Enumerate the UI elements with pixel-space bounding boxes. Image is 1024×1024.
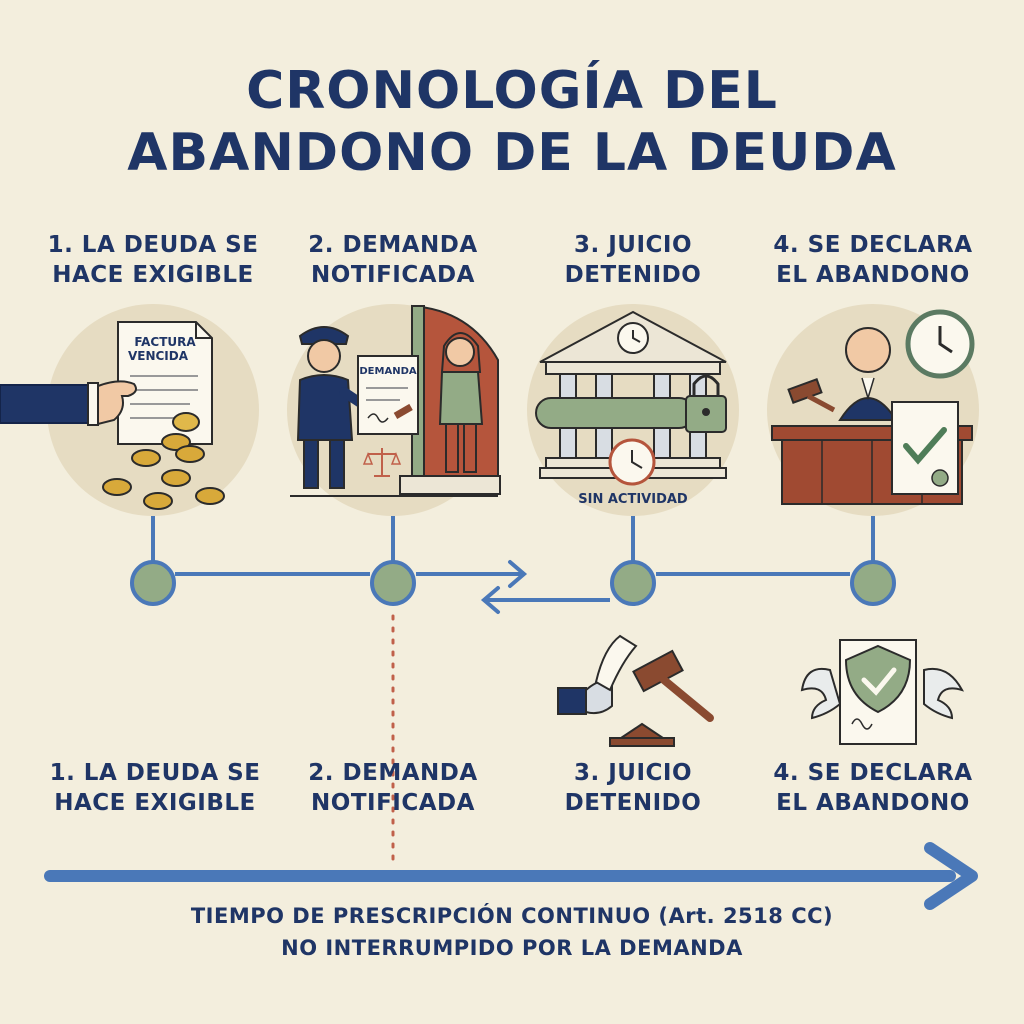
step-4-illustration: [767, 304, 979, 516]
invoice-label-2: VENCIDA: [128, 349, 189, 363]
step-4-line-1: 4. SE DECLARA: [773, 760, 973, 786]
timeline-node-4: [850, 560, 896, 606]
step-4-line-2: EL ABANDONO: [776, 790, 970, 816]
step-2-line-1: 2. DEMANDA: [308, 232, 478, 258]
padlock-icon: [685, 374, 727, 433]
judge-icon: [838, 327, 898, 421]
step-3-line-1: 3. JUICIO: [573, 232, 693, 258]
step-2-line-1: 2. DEMANDA: [308, 760, 478, 786]
officer-icon: [296, 326, 367, 489]
back-arrowhead: [480, 586, 500, 614]
approved-document-icon: [891, 401, 959, 495]
title-line-2: ABANDONO DE LA DEUDA: [127, 123, 897, 183]
step-label-3-top: 3. JUICIO DETENIDO: [508, 230, 758, 290]
step-2-line-2: NOTIFICADA: [311, 790, 475, 816]
page-title: CRONOLOGÍA DEL ABANDONO DE LA DEUDA: [0, 60, 1024, 184]
step-label-4-top: 4. SE DECLARA EL ABANDONO: [748, 230, 998, 290]
step-label-1-bottom: 1. LA DEUDA SE HACE EXIGIBLE: [30, 758, 280, 818]
step-1-line-2: HACE EXIGIBLE: [52, 262, 254, 288]
title-line-1: CRONOLOGÍA DEL: [246, 61, 778, 121]
step-3-line-2: DETENIDO: [564, 262, 702, 288]
step-label-4-bottom: 4. SE DECLARA EL ABANDONO: [748, 758, 998, 818]
lawsuit-document-icon: DEMANDA: [357, 355, 419, 435]
step-label-2-top: 2. DEMANDA NOTIFICADA: [268, 230, 518, 290]
invoice-label-1: FACTURA: [134, 335, 196, 349]
step-1-line-1: 1. LA DEUDA SE: [47, 232, 259, 258]
lawsuit-label: DEMANDA: [359, 366, 416, 377]
clock-icon: [617, 322, 649, 354]
timeline-node-3: [610, 560, 656, 606]
timeline-node-2: [370, 560, 416, 606]
step-label-2-bottom: 2. DEMANDA NOTIFICADA: [268, 758, 518, 818]
timeline: [130, 516, 896, 868]
step-label-3-bottom: 3. JUICIO DETENIDO: [508, 758, 758, 818]
step-2-line-2: NOTIFICADA: [311, 262, 475, 288]
step-2-illustration: DEMANDA: [287, 304, 501, 516]
stopwatch-icon: [608, 438, 656, 486]
wall-clock-icon: [905, 309, 975, 379]
gavel-icon: [787, 378, 836, 413]
hand-icon: [0, 380, 137, 426]
step-3-illustration: SIN ACTIVIDAD: [527, 304, 739, 516]
step-label-1-top: 1. LA DEUDA SE HACE EXIGIBLE: [28, 230, 278, 290]
scales-of-justice-icon: [362, 448, 402, 477]
inactive-label: SIN ACTIVIDAD: [578, 492, 688, 507]
forward-arrowhead: [508, 560, 528, 588]
main-time-arrowhead: [924, 842, 978, 910]
hand-gavel-icon: [557, 634, 714, 747]
step-3-line-1: 3. JUICIO: [573, 760, 693, 786]
step-3-line-2: DETENIDO: [564, 790, 702, 816]
coins-icon: [102, 412, 225, 510]
footer-line-1: TIEMPO DE PRESCRIPCIÓN CONTINUO (Art. 25…: [190, 904, 834, 928]
step-1-illustration: FACTURA VENCIDA: [0, 304, 259, 516]
woman-icon: [438, 332, 484, 473]
footer-line-2: NO INTERRUMPIDO POR LA DEMANDA: [281, 936, 743, 960]
footer-caption: TIEMPO DE PRESCRIPCIÓN CONTINUO (Art. 25…: [0, 900, 1024, 964]
winged-shield-document-icon: [800, 639, 965, 745]
barrier-bar: [535, 397, 695, 429]
step-4-line-1: 4. SE DECLARA: [773, 232, 973, 258]
timeline-node-1: [130, 560, 176, 606]
step-1-line-2: HACE EXIGIBLE: [54, 790, 256, 816]
step-4-line-2: EL ABANDONO: [776, 262, 970, 288]
step-1-line-1: 1. LA DEUDA SE: [49, 760, 261, 786]
